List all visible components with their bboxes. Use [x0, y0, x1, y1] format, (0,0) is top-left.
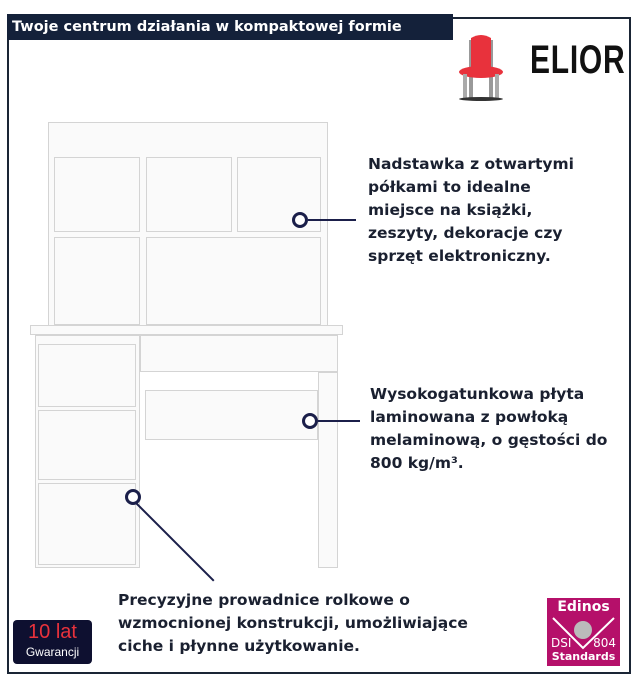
chair-icon: [459, 35, 503, 101]
warranty-badge: 10 lat Gwarancji: [13, 620, 92, 664]
brand-name: ELIOR: [530, 38, 626, 82]
certificate-badge: Edinos DSI 804 Standards: [547, 598, 620, 666]
hotspot-hutch[interactable]: [292, 212, 308, 228]
brand-logo: ELIOR: [455, 28, 625, 103]
hotspot-board[interactable]: [302, 413, 318, 429]
check-v-icon: [552, 617, 615, 650]
hotspot-runners[interactable]: [125, 489, 141, 505]
page-title: Twoje centrum działania w kompaktowej fo…: [7, 14, 453, 40]
